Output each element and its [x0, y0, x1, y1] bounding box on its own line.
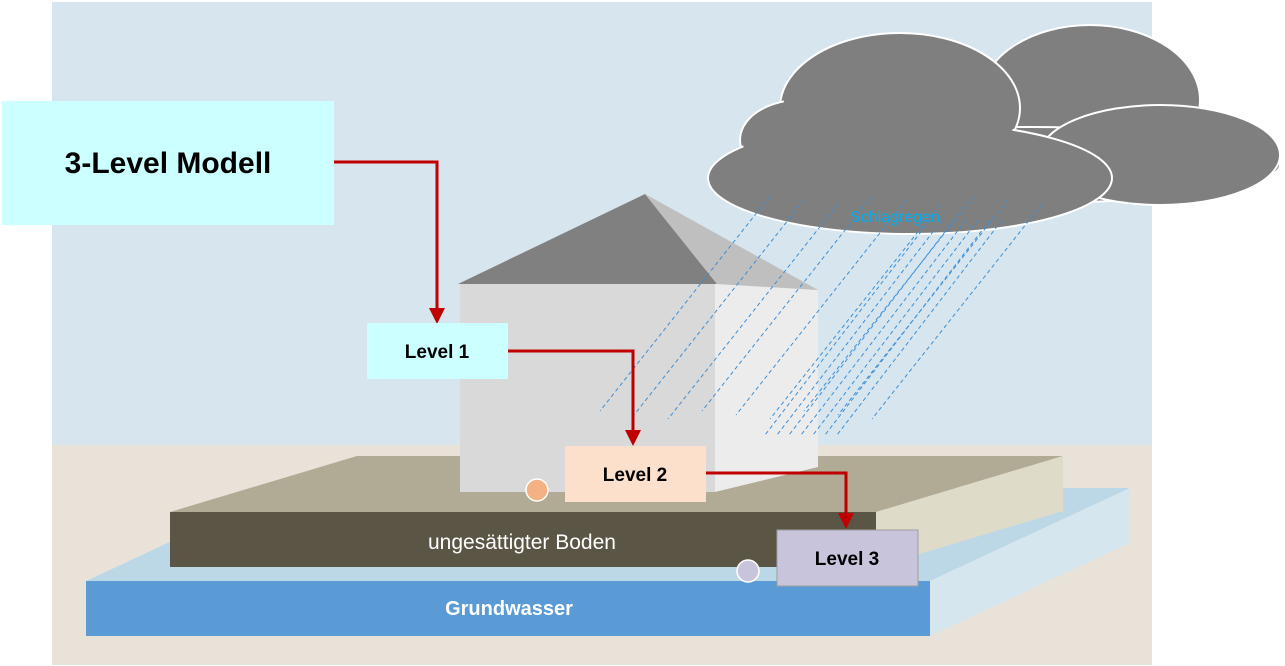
soil-label: ungesättigter Boden — [428, 531, 616, 554]
rain-streak — [824, 219, 991, 436]
cloud-fill — [711, 38, 1109, 231]
soil-side — [876, 456, 1063, 567]
rain-streak — [776, 219, 943, 436]
rain-streak — [800, 219, 967, 436]
rain-streak — [701, 195, 873, 412]
level-1-box — [367, 323, 508, 379]
title: 3-Level Modell — [65, 147, 272, 180]
soil-front — [170, 512, 876, 567]
rain-streaks — [599, 195, 1043, 436]
arrow-level2-to-level3 — [706, 471, 848, 516]
arrow-level1-to-level2 — [508, 349, 635, 434]
rain-streak — [803, 195, 975, 412]
rain-streak — [871, 203, 1043, 420]
level-3-box — [776, 529, 919, 587]
rain-streak — [812, 219, 979, 436]
house-side-wall — [715, 284, 818, 492]
level-3-marker — [736, 559, 760, 583]
rain-streak — [837, 199, 1009, 416]
level-3-label: Level 3 — [815, 549, 879, 570]
arrowhead-level3 — [838, 513, 854, 529]
rain-streak — [599, 195, 771, 412]
level-2-box — [565, 446, 706, 502]
rain-streak — [735, 199, 907, 416]
rain-streak — [633, 199, 805, 416]
arrowhead-level1 — [429, 308, 445, 324]
groundwater-side — [930, 488, 1130, 636]
level-1-label: Level 1 — [405, 342, 470, 363]
level-2-marker — [525, 478, 549, 502]
rain-streak — [788, 219, 955, 436]
level-2-label: Level 2 — [603, 465, 667, 486]
arrow-title-to-level1 — [334, 160, 439, 312]
house-roof-front — [458, 194, 717, 284]
rain-streak — [769, 203, 941, 420]
rain-streak — [667, 203, 839, 420]
groundwater-label: Grundwasser — [445, 598, 573, 620]
house-roof-side — [645, 194, 818, 290]
flow-arrows — [334, 160, 848, 516]
rain-streak — [764, 219, 931, 436]
rain-streak — [836, 219, 1003, 436]
arrowhead-level2 — [625, 430, 641, 446]
cloud-label: Schlagregen — [850, 209, 940, 226]
title-box — [2, 101, 334, 225]
groundwater-front — [86, 581, 930, 636]
